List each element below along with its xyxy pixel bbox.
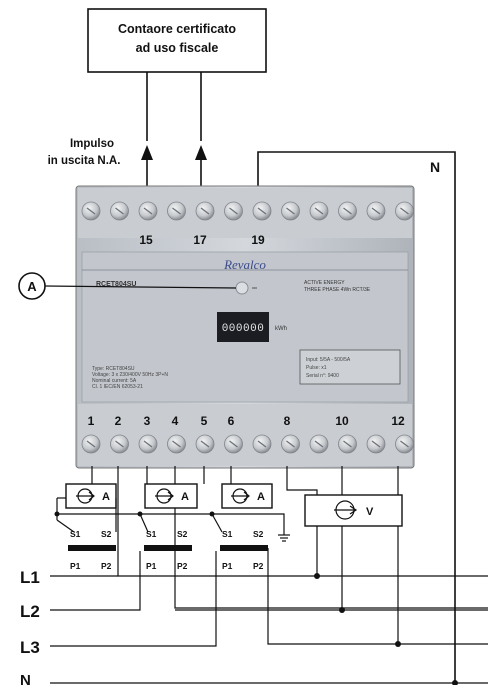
voltmeter-label: V xyxy=(366,506,374,518)
bottom-screw-slot xyxy=(343,440,352,448)
bottom-screw-slot xyxy=(115,440,124,448)
bottom-screw-slot xyxy=(200,440,210,448)
top-screw-slot xyxy=(371,207,381,215)
energy-meter-device: 15 17 19 Revalco RCET804SU ACTIVE ENERGY… xyxy=(75,185,415,469)
top-screw-slot xyxy=(400,207,409,215)
terminal-10-label: 10 xyxy=(335,414,349,428)
counter-digits: 000000 xyxy=(222,323,265,335)
meter-box-line1: Contaore certificato xyxy=(118,22,236,36)
terminal-17-label: 17 xyxy=(193,233,207,247)
top-screw-slot xyxy=(143,207,153,215)
neutral-top-loop: N xyxy=(257,151,456,683)
top-screw-slot xyxy=(200,207,210,215)
device-model: RCET804SU xyxy=(96,281,136,288)
bottom-screw-slot xyxy=(400,440,409,448)
spec-line4: Cl. 1 IEC/EN 62053-21 xyxy=(92,384,143,390)
ct-1: A S1 S2 P1 P2 xyxy=(56,483,117,571)
top-screw-slot xyxy=(314,207,324,215)
top-screw-slot xyxy=(286,207,295,215)
line-n-label: N xyxy=(20,672,31,685)
ct-2-s1: S1 xyxy=(146,529,157,539)
ct-3: A S1 S2 P1 P2 xyxy=(211,483,273,571)
terminal-1-label: 1 xyxy=(88,414,95,428)
ct-2-core xyxy=(144,545,192,551)
ct-1-s2: S2 xyxy=(101,529,112,539)
impulse-wires xyxy=(141,72,207,186)
ct-2-p1: P1 xyxy=(146,561,157,571)
ct-3-s2: S2 xyxy=(253,529,264,539)
bottom-screw-slot xyxy=(229,440,238,448)
ct-3-p1: P1 xyxy=(222,561,233,571)
terminal-6-label: 6 xyxy=(228,414,235,428)
info-line3: Serial n°: 9400 xyxy=(306,373,339,379)
line-l3-label: L3 xyxy=(20,638,40,657)
callout-a-label: A xyxy=(27,279,37,294)
bottom-screw-slot xyxy=(371,440,381,448)
ct-3-label: A xyxy=(257,491,265,503)
terminal-12-label: 12 xyxy=(391,414,405,428)
ground-icon xyxy=(278,534,290,542)
ct-1-core xyxy=(68,545,116,551)
meter-box-line2: ad uso fiscale xyxy=(136,41,219,55)
device-title-line2: THREE PHASE 4Wn RCT/3E xyxy=(304,287,371,293)
ct-3-core xyxy=(220,545,268,551)
info-line1: Input: 5/5A - 500/5A xyxy=(306,357,351,363)
line-l1-label: L1 xyxy=(20,568,40,587)
spec-line2: Voltage: 3 x 230/400V 50Hz 3P+N xyxy=(92,372,168,378)
terminal-3-label: 3 xyxy=(144,414,151,428)
ct-3-p2: P2 xyxy=(253,561,264,571)
bottom-screw-slot xyxy=(86,440,96,448)
ct-1-p1: P1 xyxy=(70,561,81,571)
spec-line1: Type: RCET804SU xyxy=(92,366,135,372)
device-title-line1: ACTIVE ENERGY xyxy=(304,280,345,286)
bottom-screw-slot xyxy=(143,440,153,448)
terminal-8-label: 8 xyxy=(284,414,291,428)
neutral-top-label: N xyxy=(430,159,440,175)
counter-display xyxy=(217,312,269,342)
ct-1-s1: S1 xyxy=(70,529,81,539)
counter-unit: kWh xyxy=(275,326,287,332)
top-screw-slot xyxy=(115,207,124,215)
top-screw-slot xyxy=(343,207,352,215)
top-screw-slot xyxy=(172,207,181,215)
bottom-screw-slot xyxy=(286,440,295,448)
top-screw-row xyxy=(81,201,414,221)
top-screw-slot xyxy=(86,207,96,215)
lower-wiring: A S1 S2 P1 P2 A S1 S2 P1 P2 xyxy=(20,466,488,685)
ct-2-label: A xyxy=(181,491,189,503)
impulse-line2: in uscita N.A. xyxy=(48,155,121,167)
top-screw-slot xyxy=(229,207,238,215)
line-l2-label: L2 xyxy=(20,602,40,621)
info-line2: Pulse: x1 xyxy=(306,365,327,371)
ct-2-s2: S2 xyxy=(177,529,188,539)
bottom-screw-slot xyxy=(172,440,181,448)
impulse-arrow-15 xyxy=(141,145,153,160)
ct-1-p2: P2 xyxy=(101,561,112,571)
bottom-terminal-strip xyxy=(78,404,412,466)
brand-logo: Revalco xyxy=(223,257,266,272)
ct-2: A S1 S2 P1 P2 xyxy=(139,483,198,571)
terminal-2-label: 2 xyxy=(115,414,122,428)
terminal-5-label: 5 xyxy=(201,414,208,428)
bottom-screw-slot xyxy=(314,440,324,448)
impulse-line1: Impulso xyxy=(70,138,114,150)
certified-meter-box: Contaore certificato ad uso fiscale xyxy=(87,8,267,73)
ct-3-s1: S1 xyxy=(222,529,233,539)
impulse-arrow-17 xyxy=(195,145,207,160)
voltmeter: V xyxy=(304,494,403,527)
bottom-screw-slot xyxy=(257,440,267,448)
top-screw-slot xyxy=(257,207,267,215)
bottom-screw-row xyxy=(81,434,414,454)
callout-a: A xyxy=(18,272,237,300)
info-box xyxy=(299,349,401,385)
ct-1-label: A xyxy=(102,491,110,503)
pulse-led xyxy=(235,281,249,295)
impulse-label: Impulso in uscita N.A. xyxy=(48,138,121,167)
terminal-19-label: 19 xyxy=(251,233,265,247)
ct-2-p2: P2 xyxy=(177,561,188,571)
terminal-4-label: 4 xyxy=(172,414,179,428)
spec-line3: Nominal current: 5A xyxy=(92,378,137,384)
terminal-15-label: 15 xyxy=(139,233,153,247)
